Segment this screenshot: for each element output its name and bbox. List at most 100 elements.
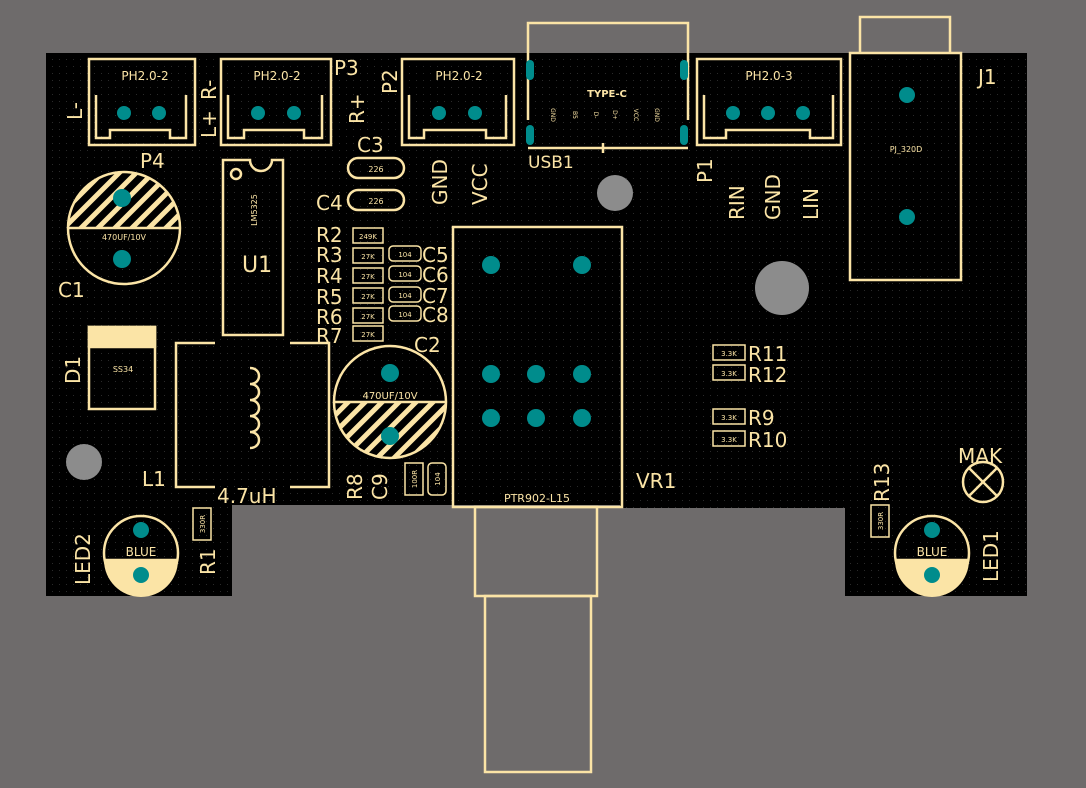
pj320d-label: PJ_320D — [890, 145, 923, 154]
pad — [381, 364, 399, 382]
pad — [526, 125, 534, 145]
d1-designator: D1 — [61, 356, 85, 384]
r-minus-label: R- — [197, 80, 221, 100]
resistor-r5 — [352, 287, 384, 304]
c2-value: 470UF/10V — [362, 391, 417, 402]
j1-designator: J1 — [976, 65, 997, 89]
l1-value: 4.7uH — [217, 484, 277, 508]
resistor-r6 — [352, 307, 384, 324]
pad — [899, 87, 915, 103]
capacitor-c9 — [427, 462, 447, 496]
vr1-designator: VR1 — [636, 469, 676, 493]
r10-designator: R10 — [748, 428, 787, 452]
usb-pin-label: D+ — [611, 110, 618, 120]
pad — [113, 189, 131, 207]
mounting-hole — [66, 444, 102, 480]
mak-label: MAK — [958, 444, 1003, 468]
pad — [133, 522, 149, 538]
r8-designator: R8 — [343, 473, 367, 500]
r4-designator: R4 — [316, 264, 343, 288]
resistor-r9 — [712, 408, 746, 425]
connector-p2 — [400, 57, 516, 147]
connector-p1 — [695, 57, 843, 147]
r9-designator: R9 — [748, 406, 775, 430]
r12-designator: R12 — [748, 363, 787, 387]
lin-label: LIN — [799, 188, 823, 220]
r6-value: 27K — [361, 313, 375, 321]
resistor-r8 — [404, 462, 424, 496]
connector-p3 — [219, 57, 333, 147]
c3-value: 226 — [368, 165, 383, 174]
resistor-r7 — [352, 325, 384, 342]
c1-designator: C1 — [58, 278, 85, 302]
pad — [432, 106, 446, 120]
l1-designator: L1 — [142, 467, 166, 491]
pad — [680, 125, 688, 145]
pad — [381, 427, 399, 445]
mounting-hole — [597, 175, 633, 211]
r5-designator: R5 — [316, 285, 343, 309]
r2-designator: R2 — [316, 223, 343, 247]
usb-pin-label: VCC — [632, 109, 639, 121]
r9-value: 3.3K — [721, 414, 737, 422]
l-plus-label: L+ — [197, 110, 221, 138]
r12-value: 3.3K — [721, 370, 737, 378]
pad — [526, 60, 534, 80]
resistor-r13 — [870, 504, 890, 538]
r3-designator: R3 — [316, 243, 343, 267]
r13-designator: R13 — [870, 463, 894, 502]
capacitor-c6 — [388, 265, 422, 282]
rin-label: RIN — [725, 185, 749, 220]
vcc-label: VCC — [468, 163, 492, 205]
usb1-designator: USB1 — [528, 153, 574, 173]
p2-designator: P2 — [378, 69, 402, 94]
usb-pin-label: GND — [653, 108, 660, 122]
c8-value: 104 — [398, 311, 412, 319]
pad — [573, 365, 591, 383]
r6-designator: R6 — [316, 305, 343, 329]
pad — [251, 106, 265, 120]
potentiometer-vr1 — [451, 225, 624, 774]
capacitor-c4 — [346, 188, 406, 212]
inductor-l1 — [174, 341, 331, 489]
r5-value: 27K — [361, 293, 375, 301]
pad — [152, 106, 166, 120]
r3-value: 27K — [361, 253, 375, 261]
p3-designator: P3 — [334, 56, 359, 80]
pad — [133, 567, 149, 583]
capacitor-c5 — [388, 245, 422, 262]
pad — [527, 409, 545, 427]
resistor-r4 — [352, 267, 384, 284]
mak-marker — [961, 460, 1005, 504]
pad — [117, 106, 131, 120]
r-plus-label: R+ — [345, 93, 369, 124]
usb-pin-label: D- — [592, 112, 599, 119]
usb-pin-label: B5 — [571, 111, 578, 119]
pcb-board — [46, 53, 1027, 596]
ph-label-p4: PH2.0-2 — [121, 69, 168, 83]
ph-label-p3: PH2.0-2 — [253, 69, 300, 83]
c6-designator: C6 — [422, 263, 449, 287]
r13-value: 330R — [877, 512, 885, 530]
u1-designator: U1 — [242, 253, 272, 278]
pad — [468, 106, 482, 120]
p4-designator: P4 — [140, 149, 165, 173]
c4-designator: C4 — [316, 191, 343, 215]
pad — [899, 209, 915, 225]
led1-designator: LED1 — [979, 530, 1003, 582]
resistor-r10 — [712, 430, 746, 447]
p1-designator: P1 — [693, 158, 717, 183]
r1-designator: R1 — [196, 548, 220, 575]
resistor-r2 — [352, 227, 384, 244]
capacitor-c7 — [388, 286, 422, 303]
pad — [761, 106, 775, 120]
c6-value: 104 — [398, 271, 412, 279]
c7-value: 104 — [398, 292, 412, 300]
resistor-r11 — [712, 344, 746, 361]
c5-designator: C5 — [422, 243, 449, 267]
r1-value: 330R — [199, 515, 207, 533]
pad — [680, 60, 688, 80]
resistor-r3 — [352, 247, 384, 264]
